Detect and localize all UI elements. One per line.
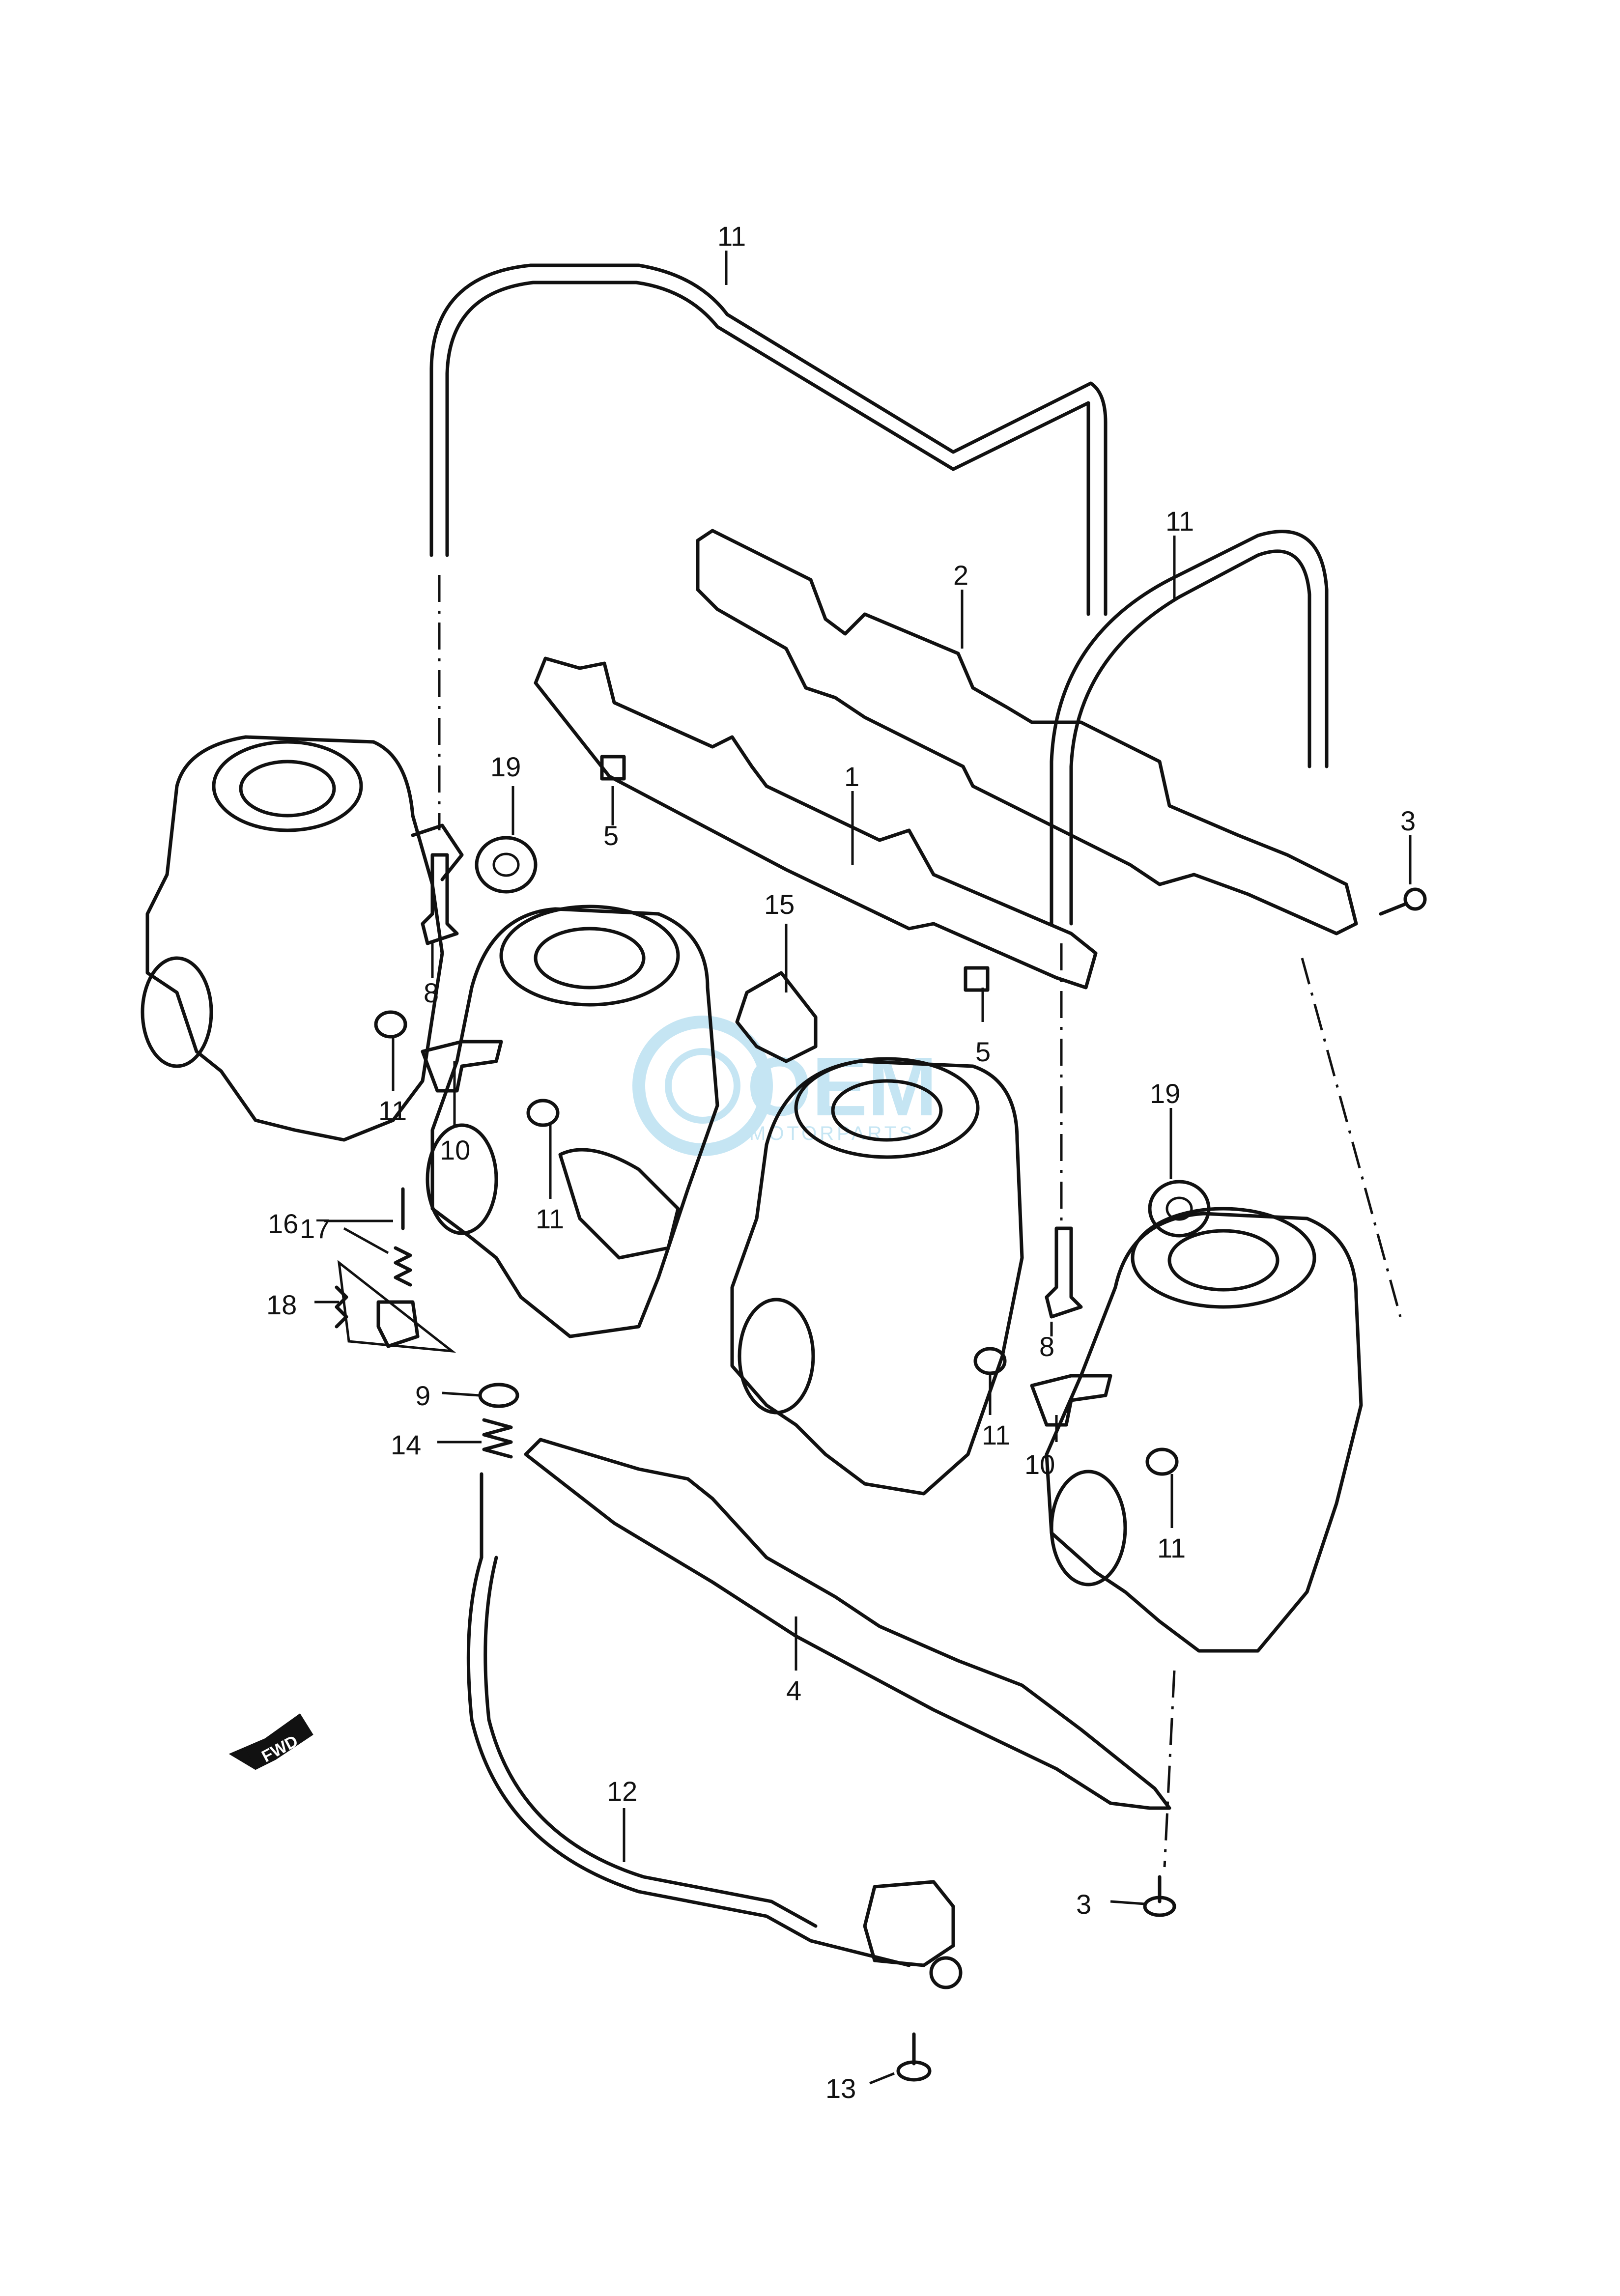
upper-vent-hose <box>429 263 1108 616</box>
callout-16: 16 <box>268 1208 298 1239</box>
clip-5-lower <box>964 966 990 992</box>
screw-13 <box>896 2032 932 2082</box>
callout-5-upper: 5 <box>603 820 619 851</box>
callout-11-d: 11 <box>1157 1532 1186 1563</box>
upper-bracket-plate <box>696 529 1358 935</box>
washer-9 <box>478 1383 519 1408</box>
callout-9: 9 <box>415 1380 430 1411</box>
callout-6: 11 <box>1165 506 1194 537</box>
callout-12: 12 <box>607 1776 637 1807</box>
callout-14: 14 <box>391 1429 421 1460</box>
clip-5-upper <box>600 755 626 781</box>
callout-1: 1 <box>844 761 859 792</box>
right-vent-hose <box>1050 530 1329 926</box>
fitting-8-left <box>421 853 459 945</box>
callout-10-left: 10 <box>440 1134 470 1165</box>
carburetor-1 <box>141 735 464 1142</box>
collar-19-left-hole <box>492 852 520 877</box>
fwd-arrow-icon <box>228 1713 313 1770</box>
cap-11-d <box>1145 1447 1179 1476</box>
upper-vent-hose-inner <box>445 281 1090 616</box>
collar-19-right-hole <box>1165 1196 1193 1221</box>
screw-3-upper <box>1379 887 1427 916</box>
callout-8-left: 8 <box>424 977 439 1008</box>
watermark: OEM MOTORPARTS <box>632 1016 937 1156</box>
callout-19-right: 19 <box>1150 1078 1180 1109</box>
carburetor-4 <box>1045 1207 1363 1653</box>
callout-18: 18 <box>266 1289 297 1320</box>
spring-14 <box>482 1418 513 1459</box>
callout-4: 4 <box>786 1675 801 1706</box>
carburetor-2 <box>426 905 719 1338</box>
carburetor-3 <box>730 1057 1024 1496</box>
cap-11-a <box>374 1010 407 1039</box>
link-plate <box>534 656 1098 990</box>
callout-11-c: 11 <box>982 1419 1010 1450</box>
watermark-ring-inner <box>665 1048 740 1124</box>
cap-11-b <box>526 1099 560 1127</box>
callout-11-b: 11 <box>536 1203 564 1234</box>
screw-3-lower <box>1143 1875 1176 1917</box>
callout-8-right: 8 <box>1039 1331 1054 1362</box>
guide-line-3 <box>1301 958 1402 1317</box>
lower-plate <box>524 1438 1171 1810</box>
cam-18-bracket <box>376 1300 420 1348</box>
collar-19-right <box>1148 1180 1211 1238</box>
bracket-frame <box>337 1260 456 1353</box>
callout-10-right: 10 <box>1024 1449 1055 1480</box>
starter-lever <box>863 1880 955 1967</box>
callout-2: 2 <box>953 560 968 591</box>
guide-line-4 <box>1163 1670 1176 1868</box>
callout-11-a: 11 <box>378 1095 407 1126</box>
callout-17: 17 <box>300 1213 330 1244</box>
fitting-8-right <box>1045 1226 1083 1319</box>
callout-3-lower: 3 <box>1076 1889 1091 1920</box>
starter-cable <box>466 1472 911 1967</box>
callout-19-left: 19 <box>490 751 521 782</box>
callout-5-lower: 5 <box>975 1036 991 1067</box>
tee-10-right <box>1030 1374 1112 1427</box>
callout-7: 11 <box>717 221 746 252</box>
starter-cable-outer <box>483 1556 818 1928</box>
tee-10-left <box>421 1040 503 1093</box>
callout-15: 15 <box>764 889 795 920</box>
callouts: 11 2 11 3 1 15 19 5 5 19 8 8 11 10 11 11… <box>266 221 1416 2104</box>
collar-19-left <box>475 836 538 894</box>
callout-3-upper: 3 <box>1400 805 1416 836</box>
starter-lever-knob <box>929 1956 963 1989</box>
right-vent-hose-inner <box>1069 549 1311 926</box>
leader-lines <box>314 251 1412 2085</box>
spring-17 <box>394 1246 412 1287</box>
callout-13: 13 <box>825 2073 856 2104</box>
